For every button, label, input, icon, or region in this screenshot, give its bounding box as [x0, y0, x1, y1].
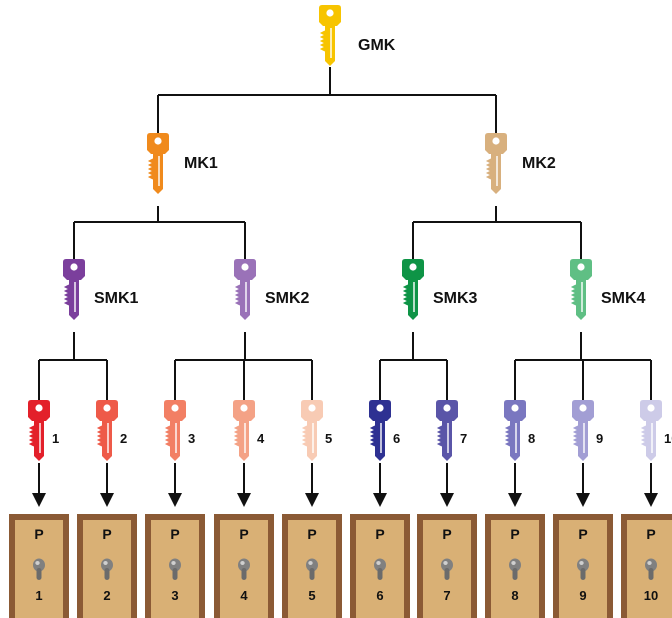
mk2-key-icon: [485, 133, 507, 194]
door-number-label: 2: [103, 588, 110, 603]
key-6-icon: [369, 400, 391, 461]
door-9: P9: [553, 514, 613, 618]
smk4-label: SMK4: [601, 290, 646, 307]
door-top-label: P: [34, 526, 43, 542]
door-top-label: P: [578, 526, 587, 542]
door-number-label: 8: [511, 588, 518, 603]
door-3: P3: [145, 514, 205, 618]
door-top-label: P: [239, 526, 248, 542]
smk2-key-icon: [234, 259, 256, 320]
key-5-icon: [301, 400, 323, 461]
arrow-5: [305, 463, 319, 507]
door-top-label: P: [375, 526, 384, 542]
smk3-label: SMK3: [433, 290, 478, 307]
key-4-label: 4: [257, 431, 265, 446]
door-top-label: P: [442, 526, 451, 542]
key-1-label: 1: [52, 431, 59, 446]
connector-lines: [32, 67, 658, 507]
key-8-label: 8: [528, 431, 535, 446]
door-number-label: 5: [308, 588, 315, 603]
key-4-icon: [233, 400, 255, 461]
smk4-key-icon: [570, 259, 592, 320]
key-7-icon: [436, 400, 458, 461]
mk2-label: MK2: [522, 155, 556, 172]
key-5-label: 5: [325, 431, 332, 446]
gmk-key-icon: [319, 5, 341, 66]
arrow-2: [100, 463, 114, 507]
mk1-label: MK1: [184, 155, 218, 172]
key-3-icon: [164, 400, 186, 461]
door-number-label: 1: [35, 588, 42, 603]
door-number-label: 10: [644, 588, 658, 603]
door-top-label: P: [510, 526, 519, 542]
door-top-label: P: [170, 526, 179, 542]
key-9-label: 9: [596, 431, 603, 446]
door-2: P2: [77, 514, 137, 618]
key-2-icon: [96, 400, 118, 461]
door-1: P1: [9, 514, 69, 618]
key-10-label: 10: [664, 431, 672, 446]
arrow-4: [237, 463, 251, 507]
arrow-8: [508, 463, 522, 507]
door-number-label: 3: [171, 588, 178, 603]
smk1-key-icon: [63, 259, 85, 320]
door-top-label: P: [646, 526, 655, 542]
key-2-label: 2: [120, 431, 127, 446]
door-7: P7: [417, 514, 477, 618]
key-1-icon: [28, 400, 50, 461]
door-8: P8: [485, 514, 545, 618]
arrow-6: [373, 463, 387, 507]
key-icons: [28, 5, 662, 461]
arrow-7: [440, 463, 454, 507]
door-number-label: 6: [376, 588, 383, 603]
key-9-icon: [572, 400, 594, 461]
key-10-icon: [640, 400, 662, 461]
key-8-icon: [504, 400, 526, 461]
door-top-label: P: [102, 526, 111, 542]
arrow-3: [168, 463, 182, 507]
key-7-label: 7: [460, 431, 467, 446]
smk3-key-icon: [402, 259, 424, 320]
arrow-1: [32, 463, 46, 507]
door-number-label: 4: [240, 588, 248, 603]
mk1-key-icon: [147, 133, 169, 194]
door-10: P 10: [621, 514, 672, 618]
door-4: P4: [214, 514, 274, 618]
door-5: P5: [282, 514, 342, 618]
key-3-label: 3: [188, 431, 195, 446]
door-6: P6: [350, 514, 410, 618]
arrow-10: [644, 463, 658, 507]
smk1-label: SMK1: [94, 290, 139, 307]
door-number-label: 7: [443, 588, 450, 603]
gmk-label: GMK: [358, 37, 396, 54]
smk2-label: SMK2: [265, 290, 310, 307]
door-top-label: P: [307, 526, 316, 542]
arrow-9: [576, 463, 590, 507]
door-number-label: 9: [579, 588, 586, 603]
key-6-label: 6: [393, 431, 400, 446]
